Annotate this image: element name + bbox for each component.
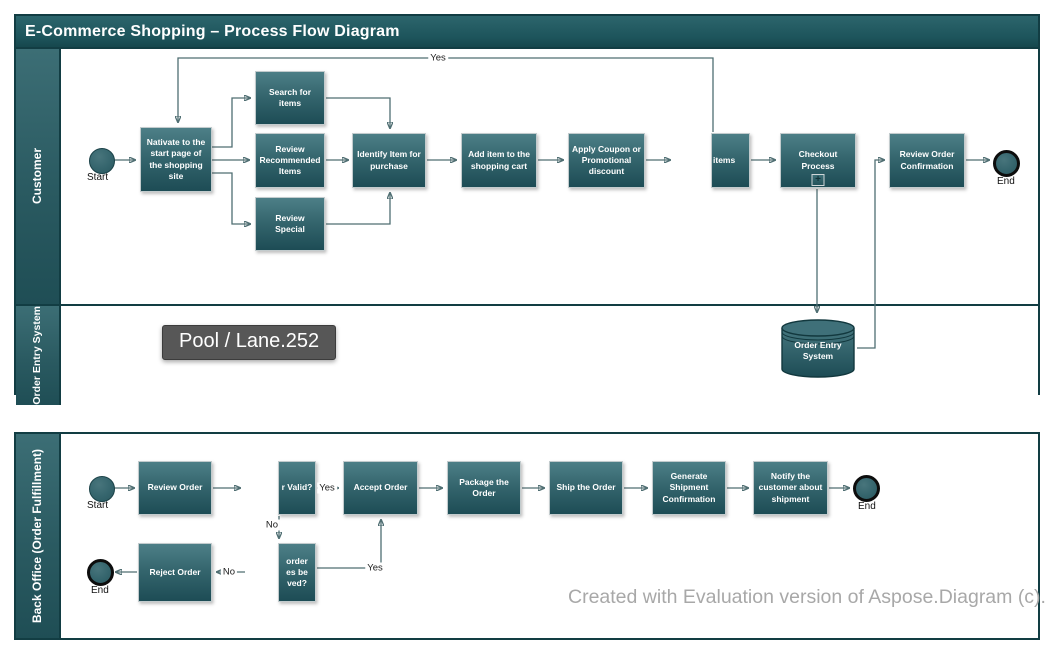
lane-customer-header[interactable]: Customer [16, 49, 61, 304]
datastore-label: Order Entry System [794, 340, 842, 362]
task-order-valid-clipped[interactable]: r Valid? [278, 461, 316, 515]
edge-label-valid-yes: Yes [317, 482, 337, 494]
task-ship-order[interactable]: Ship the Order [549, 461, 623, 515]
edge-label-valid-no: No [263, 519, 281, 531]
end-event-back-office-label: End [858, 501, 876, 512]
task-items-clipped[interactable]: items [711, 133, 750, 188]
start-event-back-office-label: Start [87, 500, 109, 511]
evaluation-watermark: Created with Evaluation version of Aspos… [568, 586, 1046, 608]
task-reject-order[interactable]: Reject Order [138, 543, 212, 602]
task-order-issues-lines: order es be ved? [286, 555, 308, 589]
pool-back-office: Back Office (Order Fulfillment) [14, 432, 1040, 640]
start-event-back-office[interactable] [89, 476, 115, 502]
task-apply-coupon[interactable]: Apply Coupon or Promotional discount [568, 133, 645, 188]
task-review-order-confirmation[interactable]: Review Order Confirmation [889, 133, 965, 188]
database-cylinder-icon [781, 319, 855, 378]
lane-order-entry-label: Order Entry System [31, 306, 44, 405]
task-review-special[interactable]: Review Special [255, 197, 325, 251]
end-event-customer[interactable] [993, 150, 1020, 177]
task-package-order[interactable]: Package the Order [447, 461, 521, 515]
edge-label-issues-no: No [220, 566, 238, 578]
task-identify-item[interactable]: Identify Item for purchase [352, 133, 426, 188]
lane-back-office-header[interactable]: Back Office (Order Fulfillment) [16, 434, 61, 638]
subprocess-plus-icon: + [811, 174, 825, 186]
task-navigate-start-page[interactable]: Nativate to the start page of the shoppi… [140, 127, 212, 192]
task-review-order[interactable]: Review Order [138, 461, 212, 515]
lane-customer-label: Customer [29, 148, 44, 205]
end-event-reject-label: End [91, 585, 109, 596]
end-event-reject[interactable] [87, 559, 114, 586]
task-search-for-items[interactable]: Search for items [255, 71, 325, 125]
lane-back-office-label: Back Office (Order Fulfillment) [29, 448, 44, 624]
edge-label-issues-yes: Yes [365, 562, 385, 574]
lane-order-entry-header[interactable]: Order Entry System [16, 306, 61, 405]
task-add-item-to-cart[interactable]: Add item to the shopping cart [461, 133, 537, 188]
task-review-recommended-items[interactable]: Review Recommended Items [255, 133, 325, 188]
end-event-customer-label: End [997, 176, 1015, 187]
datastore-order-entry-system[interactable]: Order Entry System [780, 318, 856, 380]
task-order-issues-clipped[interactable]: order es be ved? [278, 543, 316, 602]
start-event-customer-label: Start [87, 172, 109, 183]
task-checkout-label: Checkout Process [798, 149, 838, 171]
pool-title: E-Commerce Shopping – Process Flow Diagr… [16, 16, 1038, 49]
edge-label-loop-yes: Yes [428, 52, 448, 64]
start-event-customer[interactable] [89, 148, 115, 174]
end-event-back-office[interactable] [853, 475, 880, 502]
task-accept-order[interactable]: Accept Order [343, 461, 418, 515]
lane-tooltip: Pool / Lane.252 [162, 325, 337, 360]
task-generate-shipment-confirmation[interactable]: Generate Shipment Confirmation [652, 461, 726, 515]
task-notify-customer[interactable]: Notify the customer about shipment [753, 461, 828, 515]
task-checkout-process[interactable]: Checkout Process + [780, 133, 856, 188]
